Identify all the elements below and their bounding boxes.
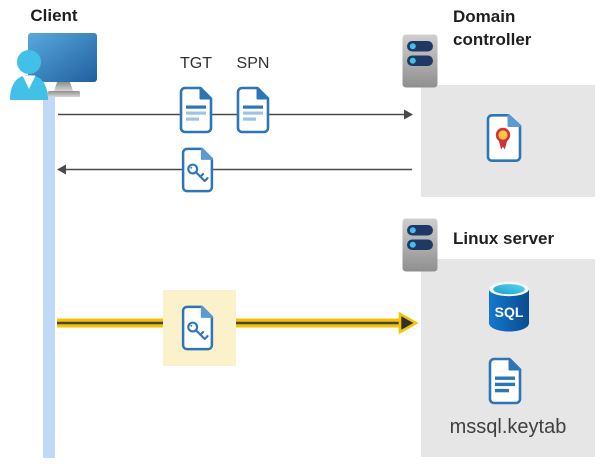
client-label: Client [30, 6, 78, 25]
sql-badge-text: SQL [495, 304, 524, 320]
client-workstation-icon [10, 33, 97, 100]
linux-server-label: Linux server [453, 229, 555, 248]
domain-controller-server-icon [402, 34, 438, 88]
tgt-label: TGT [180, 55, 212, 72]
tgt-document-icon [179, 86, 213, 134]
spn-label: SPN [236, 55, 270, 72]
response-arrow [57, 164, 412, 175]
client-timeline-bar [43, 92, 55, 458]
spn-document-icon [236, 86, 270, 134]
auth-arrow-yellow [57, 311, 419, 335]
linux-server-icon [402, 218, 438, 272]
key-file-icon-highlighted [181, 305, 214, 351]
sql-database-icon: SQL [489, 281, 529, 332]
key-file-icon [181, 147, 214, 193]
request-arrow [58, 109, 413, 120]
keytab-file-icon [488, 357, 522, 405]
certificate-file-icon [486, 114, 522, 162]
domain-controller-label: Domain controller [453, 7, 532, 49]
keytab-filename-label: mssql.keytab [449, 416, 567, 438]
